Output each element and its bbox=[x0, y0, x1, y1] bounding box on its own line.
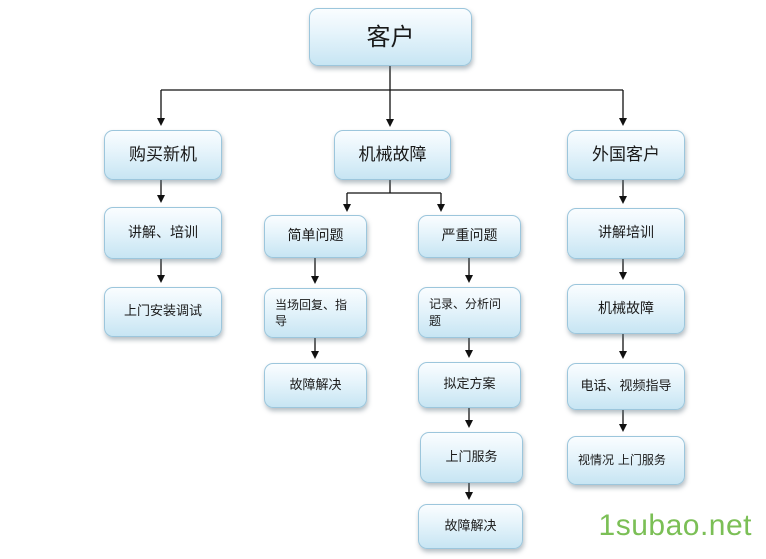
step-node-label: 讲解、培训 bbox=[128, 224, 198, 241]
step-node-onsite: 上门服务 bbox=[420, 432, 523, 483]
branch-node-foreign: 外国客户 bbox=[567, 130, 685, 180]
step-node-label: 上门安装调试 bbox=[123, 304, 202, 320]
step-node-label: 拟定方案 bbox=[443, 377, 496, 393]
step-node-reply-guide: 当场回复、指导 bbox=[264, 288, 367, 338]
sub-branch-node-simple: 简单问题 bbox=[264, 215, 367, 258]
step-node-record-analyze: 记录、分析问题 bbox=[418, 287, 521, 338]
step-node-explain-train: 讲解、培训 bbox=[104, 207, 222, 259]
step-node-explain-train-foreign: 讲解培训 bbox=[567, 208, 685, 259]
step-node-simple-solved: 故障解决 bbox=[264, 363, 367, 408]
step-node-label: 故障解决 bbox=[289, 377, 342, 393]
sub-branch-node-label: 严重问题 bbox=[441, 228, 498, 245]
step-node-label: 讲解培训 bbox=[598, 225, 654, 242]
root-node-label: 客户 bbox=[366, 22, 415, 51]
step-node-onsite-foreign: 视情况 上门服务 bbox=[567, 436, 685, 485]
step-node-label: 视情况 上门服务 bbox=[578, 453, 666, 468]
step-node-label: 当场回复、指导 bbox=[275, 297, 348, 328]
step-node-video-guide: 电话、视频指导 bbox=[567, 363, 685, 410]
step-node-install: 上门安装调试 bbox=[104, 287, 222, 337]
sub-branch-node-severe: 严重问题 bbox=[418, 215, 521, 258]
branch-node-label: 机械故障 bbox=[358, 144, 427, 165]
step-node-plan: 拟定方案 bbox=[418, 362, 521, 408]
watermark: 1subao.net bbox=[598, 509, 752, 542]
step-node-label: 记录、分析问题 bbox=[429, 297, 502, 328]
step-node-label: 故障解决 bbox=[444, 518, 497, 534]
root-node: 客户 bbox=[309, 8, 472, 66]
sub-branch-node-label: 简单问题 bbox=[287, 228, 344, 245]
step-node-mech-fault-foreign: 机械故障 bbox=[567, 284, 685, 334]
branch-node-mech-fault: 机械故障 bbox=[334, 130, 451, 180]
branch-node-label: 外国客户 bbox=[592, 144, 660, 165]
step-node-label: 上门服务 bbox=[445, 449, 498, 465]
branch-node-label: 购买新机 bbox=[129, 144, 197, 165]
step-node-label: 机械故障 bbox=[598, 300, 654, 317]
step-node-label: 电话、视频指导 bbox=[580, 378, 672, 394]
step-node-severe-solved: 故障解决 bbox=[418, 504, 523, 549]
branch-node-buy-new: 购买新机 bbox=[104, 130, 222, 180]
